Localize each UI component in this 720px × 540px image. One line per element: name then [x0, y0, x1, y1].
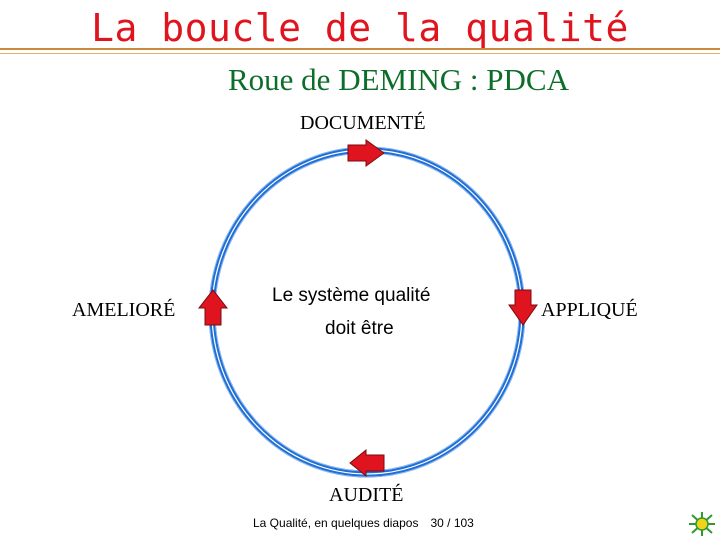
loop-ring-outer — [208, 146, 526, 478]
center-text-line2: doit être — [325, 318, 394, 339]
label-audite: AUDITÉ — [329, 484, 404, 506]
footer: La Qualité, en quelques diapos 30 / 103 — [253, 516, 474, 530]
slide-subtitle: Roue de DEMING : PDCA — [228, 62, 569, 97]
arrow-right-top — [347, 139, 385, 167]
slide-title: La boucle de la qualité — [91, 6, 629, 50]
footer-page-number: 30 / 103 — [430, 516, 474, 530]
title-rule-thin — [0, 53, 720, 54]
sun-logo-icon — [689, 512, 715, 536]
label-documente: DOCUMENTÉ — [300, 112, 426, 134]
title-rule — [0, 48, 720, 50]
arrow-up-left — [197, 289, 229, 326]
label-ameliore: AMELIORÉ — [72, 299, 176, 321]
arrow-down-right — [508, 289, 538, 326]
arrow-left-bottom — [349, 448, 385, 478]
label-applique: APPLIQUÉ — [541, 299, 638, 321]
center-text-line1: Le système qualité — [272, 285, 431, 306]
loop-ring-inner-line-2 — [214, 152, 520, 472]
footer-caption: La Qualité, en quelques diapos — [253, 516, 419, 530]
